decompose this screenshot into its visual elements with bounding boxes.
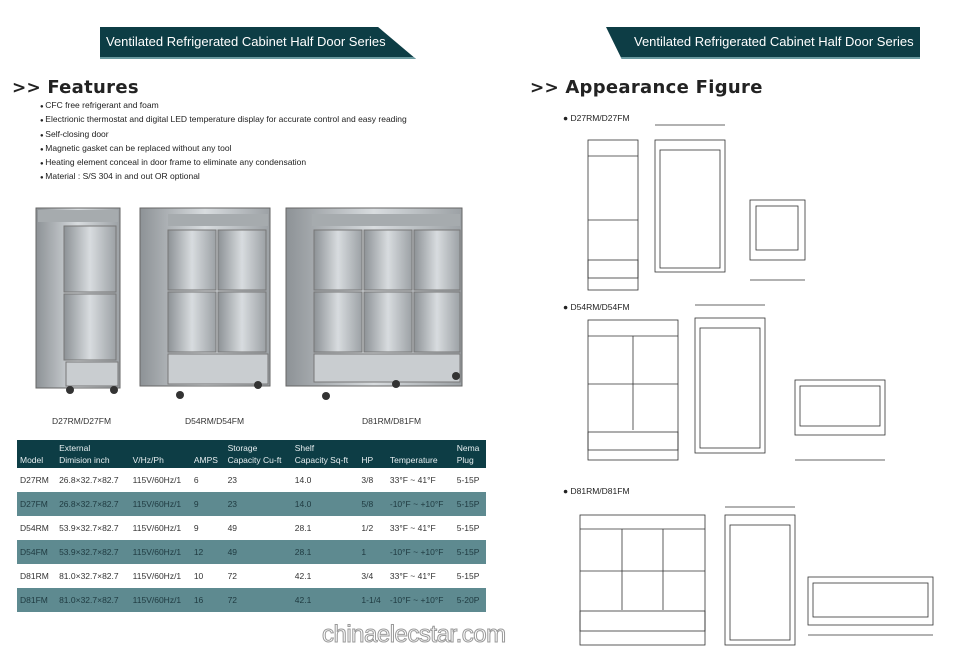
table-row: D81RM 81.0×32.7×82.7 115V/60Hz/1 10 72 42.1 3/… [17,564,486,588]
table-cell: 33°F ~ 41°F [389,571,436,581]
table-cell: 33°F ~ 41°F [389,475,436,485]
table-cell: 23 [224,492,292,516]
table-cell: 1-1/4 [358,588,387,612]
table-cell: 115V/60Hz/1 [132,523,182,533]
table-cell: 5-15P [453,492,486,516]
table-cell: 42.1 [291,588,359,612]
table-cell: 10 [193,571,204,581]
table-cell: 3/4 [361,571,374,581]
table-cell: 23 [227,475,238,485]
table-cell: D81FM [17,588,57,612]
banner-left: Ventilated Refrigerated Cabinet Half Doo… [100,27,416,59]
table-cell: 115V/60Hz/1 [132,571,182,581]
table-cell: 26.8×32.7×82.7 [56,492,130,516]
table-cell: 81.0×32.7×82.7 [59,571,119,581]
features-list: CFC free refrigerant and foam Electrioni… [40,99,407,185]
banner-right: Ventilated Refrigerated Cabinet Half Doo… [606,27,920,59]
table-cell: 1 [358,540,387,564]
table-cell: 115V/60Hz/1 [129,540,191,564]
table-cell: 3/8 [361,475,374,485]
column-header: V/Hz/Ph [129,440,191,468]
table-cell: D54RM [20,523,49,533]
table-cell: 1/2 [361,523,374,533]
table-row: D27RM 26.8×32.7×82.7 115V/60Hz/1 6 23 14.0 3/8… [17,468,486,492]
column-header: HP [358,440,387,468]
technical-drawings [579,124,934,646]
appearance-heading: >> Appearance Figure [530,77,763,98]
table-cell: 72 [224,588,292,612]
table-cell: 12 [190,540,225,564]
table-cell: 5-15P [456,571,480,581]
table-cell: 33°F ~ 41°F [389,523,436,533]
feature-item: Self-closing door [40,128,407,142]
table-cell: 9 [190,492,225,516]
table-cell: 72 [227,571,238,581]
caption-d81: D81RM/D81FM [362,416,422,426]
table-cell: 115V/60Hz/1 [129,588,191,612]
table-cell: 115V/60Hz/1 [129,492,191,516]
caption-d27: D27RM/D27FM [52,416,112,426]
table-cell: -10°F ~ +10°F [386,540,454,564]
table-cell: 115V/60Hz/1 [132,475,182,485]
figure-label: ● D81RM/D81FM [563,486,630,496]
table-cell: 81.0×32.7×82.7 [56,588,130,612]
drawing-d81 [579,506,934,646]
table-cell: 9 [193,523,199,533]
table-cell: D54FM [17,540,57,564]
table-cell: 5-15P [456,523,480,533]
features-heading: >> Features [12,77,139,98]
feature-item: Magnetic gasket can be replaced without … [40,142,407,156]
watermark: chinaelecstar.com [322,621,507,649]
product-photos [35,207,463,400]
fridge-d27 [35,207,121,394]
table-cell: 14.0 [291,492,359,516]
feature-item: Material : S/S 304 in and out OR optiona… [40,170,407,184]
table-cell: 53.9×32.7×82.7 [59,523,119,533]
table-cell: D27FM [17,492,57,516]
table-cell: 28.1 [291,540,359,564]
table-cell: 16 [190,588,225,612]
table-cell: 42.1 [294,571,312,581]
table-cell: 5-15P [453,540,486,564]
feature-item: Heating element conceal in door frame to… [40,156,407,170]
table-cell: D27RM [20,475,49,485]
table-cell: 5-15P [456,475,480,485]
table-cell: 49 [224,540,292,564]
feature-item: Electrionic thermostat and digital LED t… [40,113,406,127]
feature-item: CFC free refrigerant and foam [40,99,407,113]
table-cell: 53.9×32.7×82.7 [56,540,130,564]
table-cell: 28.1 [294,523,312,533]
fridge-d54 [139,207,271,399]
table-cell: 5/8 [358,492,387,516]
table-cell: D81RM [20,571,49,581]
caption-d54: D54RM/D54FM [185,416,245,426]
fridge-d81 [285,207,463,400]
drawing-d54 [587,304,886,461]
table-cell: 5-20P [453,588,486,612]
table-row: D54RM 53.9×32.7×82.7 115V/60Hz/1 9 49 28.1 1/2… [17,516,486,540]
figure-label: ● D27RM/D27FM [563,113,630,123]
table-cell: -10°F ~ +10°F [386,492,454,516]
table-cell: 49 [227,523,238,533]
drawing-d27 [587,124,806,291]
column-header: Model [17,440,57,468]
column-header: Temperature [386,440,454,468]
figure-label: ● D54RM/D54FM [563,302,630,312]
table-cell: 14.0 [294,475,312,485]
table-cell: 26.8×32.7×82.7 [59,475,119,485]
table-cell: -10°F ~ +10°F [386,588,454,612]
column-header: AMPS [190,440,225,468]
table-cell: 6 [193,475,199,485]
